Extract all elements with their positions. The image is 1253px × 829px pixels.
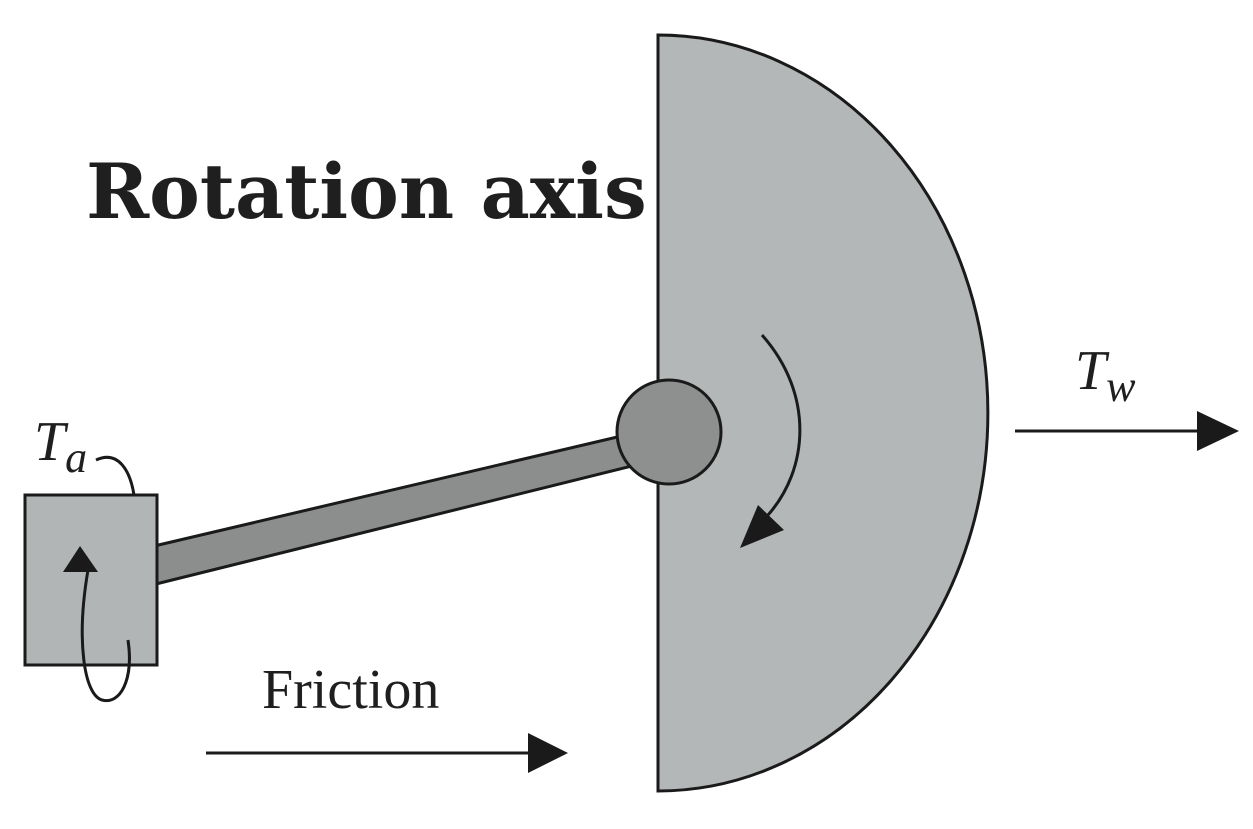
connecting-arm (148, 432, 634, 586)
ta-leader-line (95, 456, 136, 496)
rotation-axis-label: Rotation axis (86, 147, 647, 236)
tw-arrowhead (1197, 411, 1239, 451)
ta-label: Ta (34, 411, 87, 482)
wheel-rotation-arrowhead (740, 505, 784, 548)
rotation-hub (615, 378, 723, 486)
friction-arrowhead (528, 733, 568, 773)
half-disc-wheel (656, 33, 990, 793)
torque-loop-arrowhead (63, 546, 98, 572)
tw-label: Tw (1075, 340, 1136, 411)
actuator-block (23, 493, 159, 667)
friction-label: Friction (262, 659, 439, 721)
wheel-rotation-arrow (760, 334, 802, 516)
torque-loop-arrow (80, 569, 131, 703)
